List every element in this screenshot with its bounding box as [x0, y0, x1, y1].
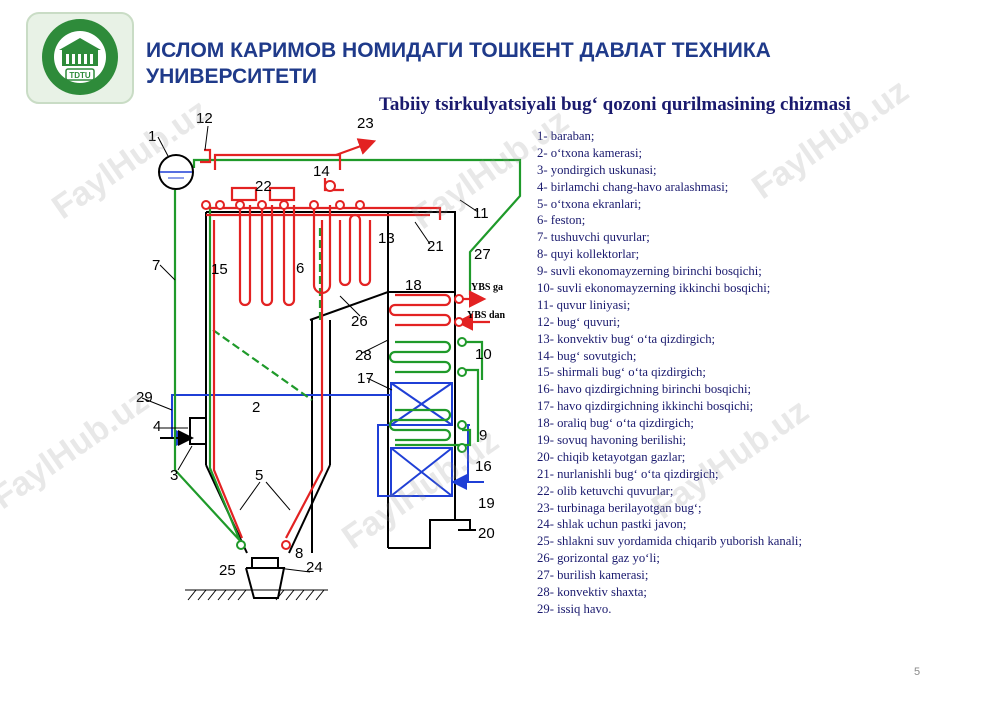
steam-circuit [200, 138, 490, 539]
legend-item: 2- o‘txona kamerasi; [537, 145, 642, 160]
legend-item: 24- shlak uchun pastki javon; [537, 517, 687, 532]
legend-item: 19- sovuq havoning berilishi; [537, 433, 687, 448]
legend-item: 5- o‘txona ekranlari; [537, 196, 642, 211]
legend-item: 16- havo qizdirgichning birinchi bosqich… [537, 382, 752, 397]
steam-header-circles [201, 180, 464, 550]
slag-hopper [245, 557, 286, 599]
legend-item: 29- issiq havo. [537, 601, 612, 616]
legend-item: 21- nurlanishli bug‘ o‘ta qizdirgich; [537, 466, 719, 481]
label-14: 14 [313, 163, 330, 180]
label-1: 1 [148, 128, 156, 145]
label-23: 23 [357, 115, 374, 132]
label-27: 27 [474, 246, 491, 263]
legend-item: 23- turbinaga berilayotgan bug‘; [537, 500, 702, 515]
label-21: 21 [427, 238, 444, 255]
label-25: 25 [219, 562, 236, 579]
legend-item: 22- olib ketuvchi quvurlar; [537, 483, 674, 498]
university-logo: TDTU [26, 12, 134, 104]
label-26: 26 [351, 313, 368, 330]
burner [160, 417, 207, 446]
page-number: 5 [914, 666, 921, 678]
label-2: 2 [252, 399, 260, 416]
legend-item: 27- burilish kamerasi; [537, 568, 649, 583]
label-8: 8 [295, 545, 303, 562]
legend-item: 10- suvli ekonomayzerning ikkinchi bosqi… [537, 281, 771, 296]
title-line-2: УНИВЕРСИТЕТИ [146, 65, 317, 88]
legend-item: 7- tushuvchi quvurlar; [537, 230, 650, 245]
label-3: 3 [170, 467, 178, 484]
label-29: 29 [136, 389, 153, 406]
label-ybs-ga: YBS ga [471, 282, 503, 293]
legend-item: 15- shirmali bug‘ o‘ta qizdirgich; [537, 365, 706, 380]
logo-badge-text: TDTU [69, 71, 91, 80]
label-22: 22 [255, 178, 272, 195]
legend-item: 25- shlakni suv yordamida chiqarib yubor… [537, 534, 802, 549]
page-title: ИСЛОМ КАРИМОВ НОМИДАГИ ТОШКЕНТ ДАВЛАТ ТЕ… [146, 38, 846, 90]
air-heater-stage-1 [390, 447, 453, 497]
legend-item: 8- quyi kollektorlar; [537, 247, 640, 262]
water-circuit [173, 158, 522, 546]
title-line-1: ИСЛОМ КАРИМОВ НОМИДАГИ ТОШКЕНТ ДАВЛАТ ТЕ… [146, 39, 771, 62]
legend-item: 11- quvur liniyasi; [537, 297, 631, 312]
label-16: 16 [475, 458, 492, 475]
legend-item: 13- konvektiv bug‘ o‘ta qizdirgich; [537, 331, 716, 346]
legend-item: 1- baraban; [537, 129, 595, 143]
label-10: 10 [475, 346, 492, 363]
label-19: 19 [478, 495, 495, 512]
label-5: 5 [255, 467, 263, 484]
label-24: 24 [306, 559, 323, 576]
legend-item: 4- birlamchi chang-havo aralashmasi; [537, 179, 729, 194]
label-11: 11 [473, 205, 489, 222]
label-15: 15 [211, 261, 228, 278]
legend-item: 20- chiqib ketayotgan gazlar; [537, 449, 686, 464]
drum [158, 154, 194, 190]
label-ybs-dan: YBS dan [467, 310, 506, 321]
label-13: 13 [378, 230, 395, 247]
label-7: 7 [152, 257, 160, 274]
diagram-title: Tabiiy tsirkulyatsiyali bug‘ qozoni quri… [379, 94, 851, 115]
legend-item: 28- konvektiv shaxta; [537, 585, 647, 600]
legend-item: 17- havo qizdirgichning ikkinchi bosqich… [537, 399, 754, 414]
water-header-circles [236, 337, 467, 550]
label-28: 28 [355, 347, 372, 364]
legend-item: 14- bug‘ sovutgich; [537, 348, 637, 363]
label-6: 6 [296, 260, 304, 277]
legend-item: 18- oraliq bug‘ o‘ta qizdirgich; [537, 416, 694, 431]
legend-item: 3- yondirgich uskunasi; [537, 162, 657, 177]
label-17: 17 [357, 370, 374, 387]
legend-item: 6- feston; [537, 213, 586, 228]
label-12: 12 [196, 110, 213, 127]
legend-item: 12- bug‘ quvuri; [537, 314, 621, 329]
label-9: 9 [479, 427, 487, 444]
diagram-labels: 1 2 3 4 5 6 7 8 9 10 11 12 13 14 15 16 1… [136, 110, 506, 579]
legend-list: 1- baraban; 2- o‘txona kamerasi; 3- yond… [537, 128, 802, 618]
label-18: 18 [405, 277, 422, 294]
leader-lines [141, 125, 479, 573]
legend-item: 9- suvli ekonomayzerning birinchi bosqic… [537, 264, 762, 279]
flue-gas-outlet [455, 519, 476, 531]
air-heater-stage-2 [390, 382, 453, 426]
label-4: 4 [153, 418, 161, 435]
legend-item: 26- gorizontal gaz yo‘li; [537, 551, 660, 566]
label-20: 20 [478, 525, 495, 542]
